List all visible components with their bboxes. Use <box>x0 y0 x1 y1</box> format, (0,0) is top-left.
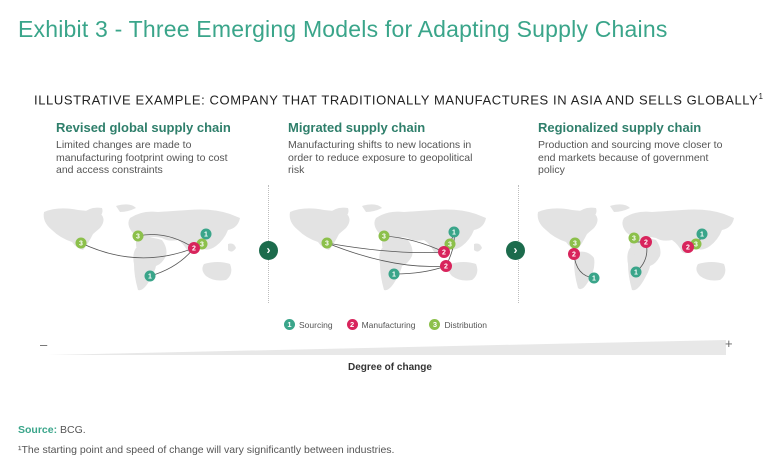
svg-text:1: 1 <box>634 270 638 277</box>
manufacturing-marker: 2 <box>188 242 200 254</box>
svg-text:2: 2 <box>686 245 690 252</box>
legend-label: Manufacturing <box>361 319 416 330</box>
sourcing-legend-dot: 1 <box>284 319 295 330</box>
sourcing-marker: 1 <box>588 272 600 284</box>
panel-title: Regionalized supply chain <box>538 120 702 135</box>
source-label: Source: <box>18 424 58 436</box>
svg-text:3: 3 <box>448 242 452 249</box>
svg-text:3: 3 <box>573 241 577 248</box>
svg-text:3: 3 <box>136 234 140 241</box>
manufacturing-marker: 2 <box>682 241 694 253</box>
manufacturing-marker: 2 <box>438 246 450 258</box>
svg-text:1: 1 <box>392 272 396 279</box>
svg-text:2: 2 <box>192 246 196 253</box>
subtitle-text: ILLUSTRATIVE EXAMPLE: COMPANY THAT TRADI… <box>34 92 759 108</box>
exhibit-title: Exhibit 3 - Three Emerging Models for Ad… <box>18 16 668 42</box>
sourcing-marker: 1 <box>388 268 400 280</box>
world-map-migrated: 1 1 3 3 3 2 2 <box>289 204 486 291</box>
svg-text:1: 1 <box>452 230 456 237</box>
svg-text:3: 3 <box>694 242 698 249</box>
world-map-revised: 1 1 3 3 3 2 <box>43 204 240 291</box>
panel-title: Revised global supply chain <box>56 120 231 135</box>
svg-text:3: 3 <box>382 234 386 241</box>
svg-text:1: 1 <box>592 276 596 283</box>
source-text: BCG. <box>60 424 86 436</box>
sourcing-marker: 1 <box>696 228 708 240</box>
distribution-marker: 3 <box>444 238 456 250</box>
sourcing-marker: 1 <box>448 226 460 238</box>
svg-text:1: 1 <box>148 274 152 281</box>
distribution-marker: 3 <box>132 230 144 242</box>
svg-text:3: 3 <box>325 241 329 248</box>
legend: 1 Sourcing 2 Manufacturing 3 Distributio… <box>284 319 501 330</box>
panel-revised: Revised global supply chain Limited chan… <box>56 120 286 177</box>
legend-item-distribution: 3 Distribution <box>429 319 487 330</box>
distribution-marker: 3 <box>569 237 581 249</box>
subtitle-footnote-mark: 1 <box>758 92 764 101</box>
distribution-marker: 3 <box>75 237 87 249</box>
manufacturing-legend-dot: 2 <box>346 319 358 330</box>
sourcing-marker: 1 <box>144 270 156 282</box>
continents <box>43 204 240 291</box>
manufacturing-marker: 2 <box>640 236 652 248</box>
scale-minus: – <box>40 337 48 352</box>
manufacturing-marker: 2 <box>440 260 452 272</box>
distribution-marker: 3 <box>628 232 640 244</box>
continents <box>289 204 486 291</box>
panel-description: Manufacturing shifts to new locations in… <box>288 139 473 176</box>
svg-text:2: 2 <box>442 250 446 257</box>
sourcing-marker: 1 <box>200 228 212 240</box>
legend-item-manufacturing: 2 Manufacturing <box>346 319 416 330</box>
legend-item-sourcing: 1 Sourcing <box>284 319 333 330</box>
panel-description: Production and sourcing move closer to e… <box>538 139 723 176</box>
exhibit-subtitle: ILLUSTRATIVE EXAMPLE: COMPANY THAT TRADI… <box>34 92 764 107</box>
sourcing-marker: 1 <box>630 266 642 278</box>
svg-text:2: 2 <box>572 252 576 259</box>
svg-text:2: 2 <box>644 240 648 247</box>
manufacturing-marker: 2 <box>568 248 580 260</box>
scale-label: Degree of change <box>348 362 432 373</box>
distribution-marker: 3 <box>378 230 390 242</box>
chevron-right-icon: › <box>259 241 278 260</box>
svg-text:3: 3 <box>632 236 636 243</box>
svg-text:1: 1 <box>204 232 208 239</box>
footnote: ¹The starting point and speed of change … <box>18 444 395 456</box>
scale-plus: + <box>725 336 733 351</box>
degree-of-change-wedge <box>48 340 726 355</box>
distribution-legend-dot: 3 <box>429 319 441 330</box>
legend-label: Distribution <box>444 319 487 330</box>
panel-description: Limited changes are made to manufacturin… <box>56 139 228 176</box>
panel-migrated: Migrated supply chain Manufacturing shif… <box>288 120 518 177</box>
svg-text:2: 2 <box>444 264 448 271</box>
svg-text:1: 1 <box>700 232 704 239</box>
panel-regionalized: Regionalized supply chain Production and… <box>538 120 768 177</box>
world-map-regionalized: 1 1 1 3 3 3 2 2 2 <box>537 204 734 291</box>
chevron-right-icon: › <box>506 241 525 260</box>
source-note: Source: BCG. <box>18 424 86 436</box>
distribution-marker: 3 <box>321 237 333 249</box>
svg-text:3: 3 <box>200 242 204 249</box>
svg-text:3: 3 <box>79 241 83 248</box>
legend-label: Sourcing <box>299 319 333 330</box>
panel-title: Migrated supply chain <box>288 120 426 135</box>
